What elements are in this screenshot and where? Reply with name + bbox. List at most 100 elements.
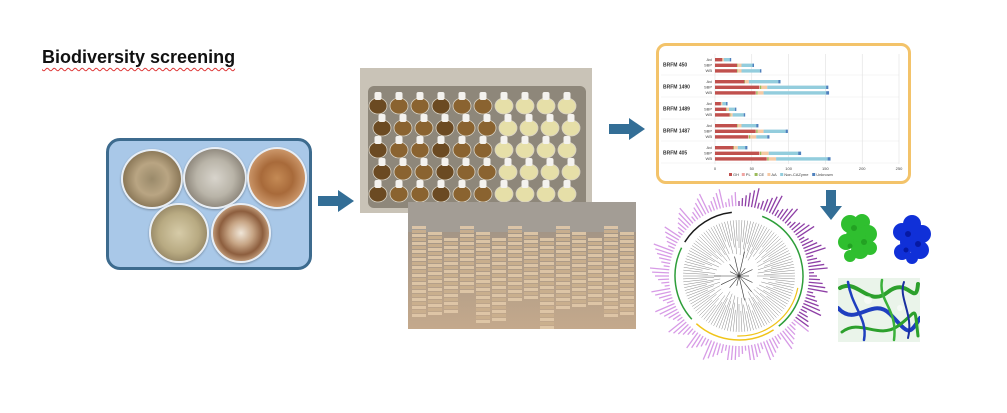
flask xyxy=(372,119,392,137)
histogram-bar xyxy=(668,311,680,319)
flask xyxy=(540,163,560,181)
branch xyxy=(685,282,721,294)
protein-structure-green xyxy=(838,214,877,262)
flask-cap xyxy=(542,136,550,144)
bar-segment xyxy=(726,102,728,106)
branch xyxy=(773,286,793,294)
flask xyxy=(540,119,560,137)
histogram-bar xyxy=(655,248,673,255)
flask-cap xyxy=(420,158,428,166)
branch xyxy=(693,242,712,257)
arrow-right-icon xyxy=(609,118,645,140)
branch xyxy=(757,250,789,267)
bar-segment xyxy=(715,69,738,73)
branch xyxy=(768,282,794,288)
bar-segment xyxy=(715,146,734,150)
branch xyxy=(756,287,787,307)
row-label: Avi xyxy=(707,57,713,62)
bar-segment xyxy=(741,69,760,73)
branch xyxy=(763,247,788,263)
histogram-bar xyxy=(760,342,764,350)
flask-cap xyxy=(378,114,386,122)
plate-stack xyxy=(492,238,506,321)
histogram-bar xyxy=(779,208,789,220)
histogram-bar xyxy=(652,271,670,274)
branch xyxy=(755,236,779,260)
legend-label: AA xyxy=(771,172,777,177)
histogram-bar xyxy=(718,189,725,208)
branch xyxy=(713,298,728,326)
histogram-bar xyxy=(771,195,783,215)
bar-segment xyxy=(748,80,779,84)
branch xyxy=(689,250,708,261)
flask-cap xyxy=(479,180,487,188)
flask xyxy=(431,185,451,203)
branch xyxy=(729,264,740,277)
branch xyxy=(699,292,723,316)
page-title: Biodiversity screening xyxy=(42,47,236,67)
histogram-bar xyxy=(651,287,671,293)
plate-stack xyxy=(524,232,538,299)
histogram-bar xyxy=(784,328,795,340)
histogram-bar xyxy=(702,340,713,360)
branch xyxy=(759,292,783,312)
histogram-bar xyxy=(807,287,828,293)
flask xyxy=(456,119,476,137)
histogram-bar xyxy=(807,257,818,262)
histogram-bar xyxy=(708,204,713,212)
legend-label: Unknown xyxy=(816,172,833,177)
branch xyxy=(738,251,745,277)
bar-segment xyxy=(763,91,827,95)
petri-dish-3 xyxy=(247,147,307,209)
row-label: WB xyxy=(706,68,713,73)
histogram-bar xyxy=(777,208,784,218)
bar-segment xyxy=(778,80,781,84)
bar-segment xyxy=(728,107,735,111)
histogram-bar xyxy=(666,299,674,304)
histogram-bar xyxy=(730,345,734,360)
flask-cap xyxy=(500,92,508,100)
row-label: WB xyxy=(706,134,713,139)
branch xyxy=(766,286,792,297)
branch xyxy=(738,267,746,277)
histogram-bar xyxy=(765,340,775,358)
flask xyxy=(410,185,430,203)
flask-cap xyxy=(374,180,382,188)
flask-cap xyxy=(542,180,550,188)
bar-segment xyxy=(748,135,751,139)
flask-cap xyxy=(542,92,550,100)
flask-cap xyxy=(483,114,491,122)
histogram-bar xyxy=(691,330,696,336)
flask-cap xyxy=(504,114,512,122)
histogram-bar xyxy=(805,247,826,255)
branch xyxy=(683,277,715,280)
branch xyxy=(757,301,773,322)
row-label: SBP xyxy=(704,85,712,90)
branch xyxy=(690,289,715,305)
branch xyxy=(703,304,716,320)
histogram-bar xyxy=(774,209,780,217)
flask-cap xyxy=(374,92,382,100)
flask-cap xyxy=(395,180,403,188)
branch xyxy=(742,220,746,243)
branch xyxy=(683,269,716,274)
histogram-bar xyxy=(795,224,810,236)
branch xyxy=(734,256,740,277)
bar-segment xyxy=(715,91,756,95)
branch xyxy=(683,272,709,275)
histogram-bar xyxy=(806,293,816,298)
histogram-bar xyxy=(712,196,718,210)
bar-segment xyxy=(827,157,831,161)
petri-dish-4 xyxy=(149,203,209,263)
flask xyxy=(536,97,556,115)
flask-cap xyxy=(437,136,445,144)
flask-cap xyxy=(458,180,466,188)
histogram-bar xyxy=(686,332,699,349)
bar-segment xyxy=(737,146,746,150)
histogram-bar xyxy=(800,308,808,314)
histogram-bar xyxy=(782,208,794,222)
histogram-bar xyxy=(724,202,728,208)
clade-arc xyxy=(695,323,774,341)
histogram-bar xyxy=(692,211,699,220)
histogram-bar xyxy=(700,337,707,347)
